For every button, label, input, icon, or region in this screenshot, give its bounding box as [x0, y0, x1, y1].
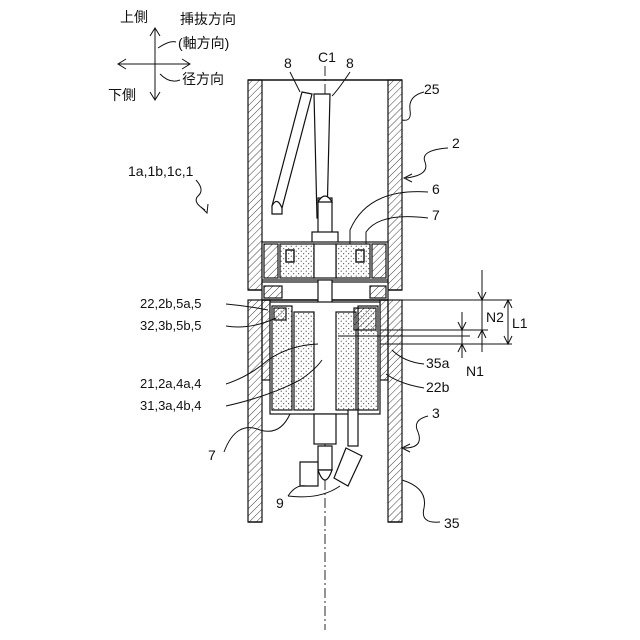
ref-9-label: 9: [276, 495, 284, 511]
ref-35-label: 35: [444, 515, 460, 531]
insertion-direction-label: 挿抜方向: [180, 11, 236, 27]
n1-label: N1: [466, 363, 484, 379]
orientation-down-label: 下側: [108, 87, 136, 103]
ref-3-label: 3: [432, 405, 440, 421]
ref-35-leader: [402, 480, 440, 522]
ref-6-label: 6: [432, 181, 440, 197]
ref-3-leader: [404, 416, 428, 448]
ref-2-leader: [406, 148, 448, 178]
assembly-leader: [196, 180, 205, 210]
ref-25-leader: [402, 92, 424, 120]
ref-7-top-label: 7: [432, 207, 440, 223]
assembly-arrowhead: [201, 204, 208, 213]
ref-32-label: 32,3b,5b,5: [140, 318, 201, 333]
wire-left-label: 8: [284, 55, 292, 71]
wire-right-label: 8: [346, 55, 354, 71]
ref-21-label: 21,2a,4a,4: [140, 376, 201, 391]
ref-22b-label: 22b: [426, 379, 450, 395]
wire-right-leader: [332, 72, 350, 96]
ref-7-bottom-label: 7: [208, 447, 216, 463]
n2-label: N2: [486, 309, 504, 325]
axial-direction-label: (軸方向): [178, 35, 229, 51]
ref-25-label: 25: [424, 81, 440, 97]
ref-31-label: 31,3a,4b,4: [140, 398, 201, 413]
wire-left-leader: [290, 72, 300, 92]
l1-label: L1: [512, 315, 528, 331]
ref-2-label: 2: [452, 135, 460, 151]
ref-35a-label: 35a: [426, 355, 450, 371]
ref-9-leader-a: [288, 486, 306, 496]
c1-label: C1: [318, 49, 336, 65]
upper-connector: [262, 242, 388, 280]
radial-direction-label: 径方向: [182, 71, 224, 87]
lower-connector: [270, 302, 380, 414]
orientation-up-label: 上側: [120, 9, 148, 25]
assembly-label: 1a,1b,1c,1: [128, 163, 194, 179]
ref-22-label: 22,2b,5a,5: [140, 296, 201, 311]
upper-pin: [312, 196, 338, 246]
